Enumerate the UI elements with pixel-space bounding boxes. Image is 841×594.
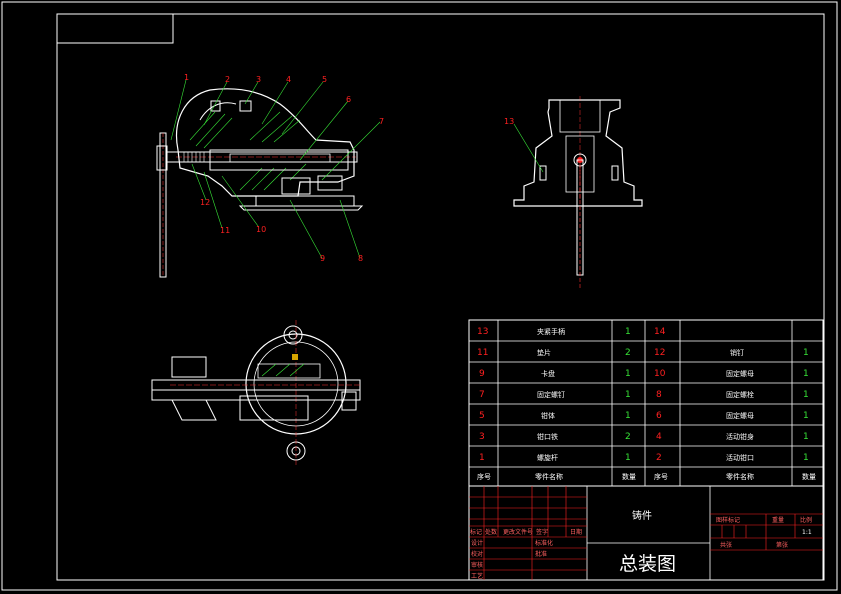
part-qty-4: 1 <box>803 432 809 442</box>
part-qty-5: 1 <box>625 411 631 421</box>
header-no: 序号 <box>477 472 491 481</box>
part-qty-8: 1 <box>803 390 809 400</box>
part-no-7: 7 <box>479 390 485 400</box>
header-no-2: 序号 <box>654 472 668 481</box>
balloon-13: 13 <box>504 117 514 126</box>
balloon-2: 2 <box>225 75 230 84</box>
title-block: 标记 处数 更改文件号 签字 日期 设计 校对 审核 工艺 标准化 批准 铸件 … <box>468 485 824 581</box>
part-no-2: 2 <box>656 453 662 463</box>
sign-row-design: 设计 <box>471 539 483 547</box>
part-name-13: 夹紧手柄 <box>537 327 565 336</box>
sign-row-process: 工艺 <box>471 572 483 580</box>
part-qty-11: 2 <box>625 348 631 358</box>
sheet-number: 第张 <box>776 541 788 549</box>
front-section-view: 1 2 3 4 5 6 7 8 9 10 11 12 <box>156 73 384 278</box>
part-qty-12: 1 <box>803 348 809 358</box>
part-name-11: 垫片 <box>537 348 551 357</box>
top-view <box>151 320 361 466</box>
part-no-5: 5 <box>479 411 485 421</box>
part-name-1: 螺旋杆 <box>537 453 558 462</box>
rev-header-count: 处数 <box>485 528 497 536</box>
corner-code-box <box>56 13 174 44</box>
balloon-10: 10 <box>256 225 266 234</box>
balloon-6: 6 <box>346 95 351 104</box>
part-qty-3: 2 <box>625 432 631 442</box>
sign-col-standard: 标准化 <box>535 539 553 547</box>
header-qty-2: 数量 <box>802 472 816 481</box>
part-qty-9: 1 <box>625 369 631 379</box>
balloon-12: 12 <box>200 198 210 207</box>
rev-header-mark: 标记 <box>470 528 482 536</box>
rev-header-date: 日期 <box>570 528 582 536</box>
scale-value: 1:1 <box>802 529 812 536</box>
part-qty-10: 1 <box>803 369 809 379</box>
part-qty-1: 1 <box>625 453 631 463</box>
balloon-9: 9 <box>320 254 325 263</box>
part-no-12: 12 <box>654 348 665 358</box>
header-name-2: 零件名称 <box>726 472 754 481</box>
part-name-10: 固定螺母 <box>726 369 754 378</box>
part-name-5: 钳体 <box>541 411 555 420</box>
part-qty-6: 1 <box>803 411 809 421</box>
weight-label: 重量 <box>772 516 784 524</box>
part-no-6: 6 <box>656 411 662 421</box>
part-no-9: 9 <box>479 369 485 379</box>
part-name-6: 固定螺母 <box>726 411 754 420</box>
balloon-3: 3 <box>256 75 261 84</box>
parts-table: 13 夹紧手柄 1 14 11 垫片 2 12 销钉 1 9 卡盘 1 10 固… <box>468 319 824 487</box>
part-no-1: 1 <box>479 453 485 463</box>
ratio-label: 比例 <box>800 516 812 524</box>
scale-label: 图样标记 <box>716 516 740 524</box>
part-name-7: 固定螺钉 <box>537 390 565 399</box>
sign-row-check: 校对 <box>471 550 483 558</box>
part-name-3: 钳口铁 <box>537 432 558 441</box>
balloon-7: 7 <box>379 117 384 126</box>
part-no-11: 11 <box>477 348 488 358</box>
part-name-8: 固定螺栓 <box>726 390 754 399</box>
sign-col-approve: 批准 <box>535 550 547 558</box>
part-name-4: 活动钳身 <box>726 432 754 441</box>
part-name-9: 卡盘 <box>541 369 555 378</box>
part-qty-2: 1 <box>803 453 809 463</box>
sign-row-review: 审核 <box>471 561 483 569</box>
part-no-3: 3 <box>479 432 485 442</box>
inner-border <box>56 13 825 581</box>
balloon-11: 11 <box>220 226 230 235</box>
part-no-10: 10 <box>654 369 666 379</box>
part-no-8: 8 <box>656 390 662 400</box>
rev-header-docno: 更改文件号 <box>503 528 533 536</box>
part-qty-7: 1 <box>625 390 631 400</box>
sheet-total: 共张 <box>720 541 732 549</box>
balloon-8: 8 <box>358 254 363 263</box>
material-label: 铸件 <box>632 509 652 522</box>
part-name-2: 活动钳口 <box>726 453 754 462</box>
balloon-5: 5 <box>322 75 327 84</box>
drawing-title: 总装图 <box>619 553 676 575</box>
part-no-14: 14 <box>654 327 666 337</box>
part-name-12: 销钉 <box>730 348 744 357</box>
header-name: 零件名称 <box>535 472 563 481</box>
side-view: 13 <box>504 96 643 290</box>
part-qty-13: 1 <box>625 327 631 337</box>
header-qty: 数量 <box>622 472 636 481</box>
part-no-4: 4 <box>656 432 662 442</box>
balloon-4: 4 <box>286 75 291 84</box>
part-no-13: 13 <box>477 327 488 337</box>
balloon-1: 1 <box>184 73 189 82</box>
rev-header-sign: 签字 <box>536 528 548 536</box>
